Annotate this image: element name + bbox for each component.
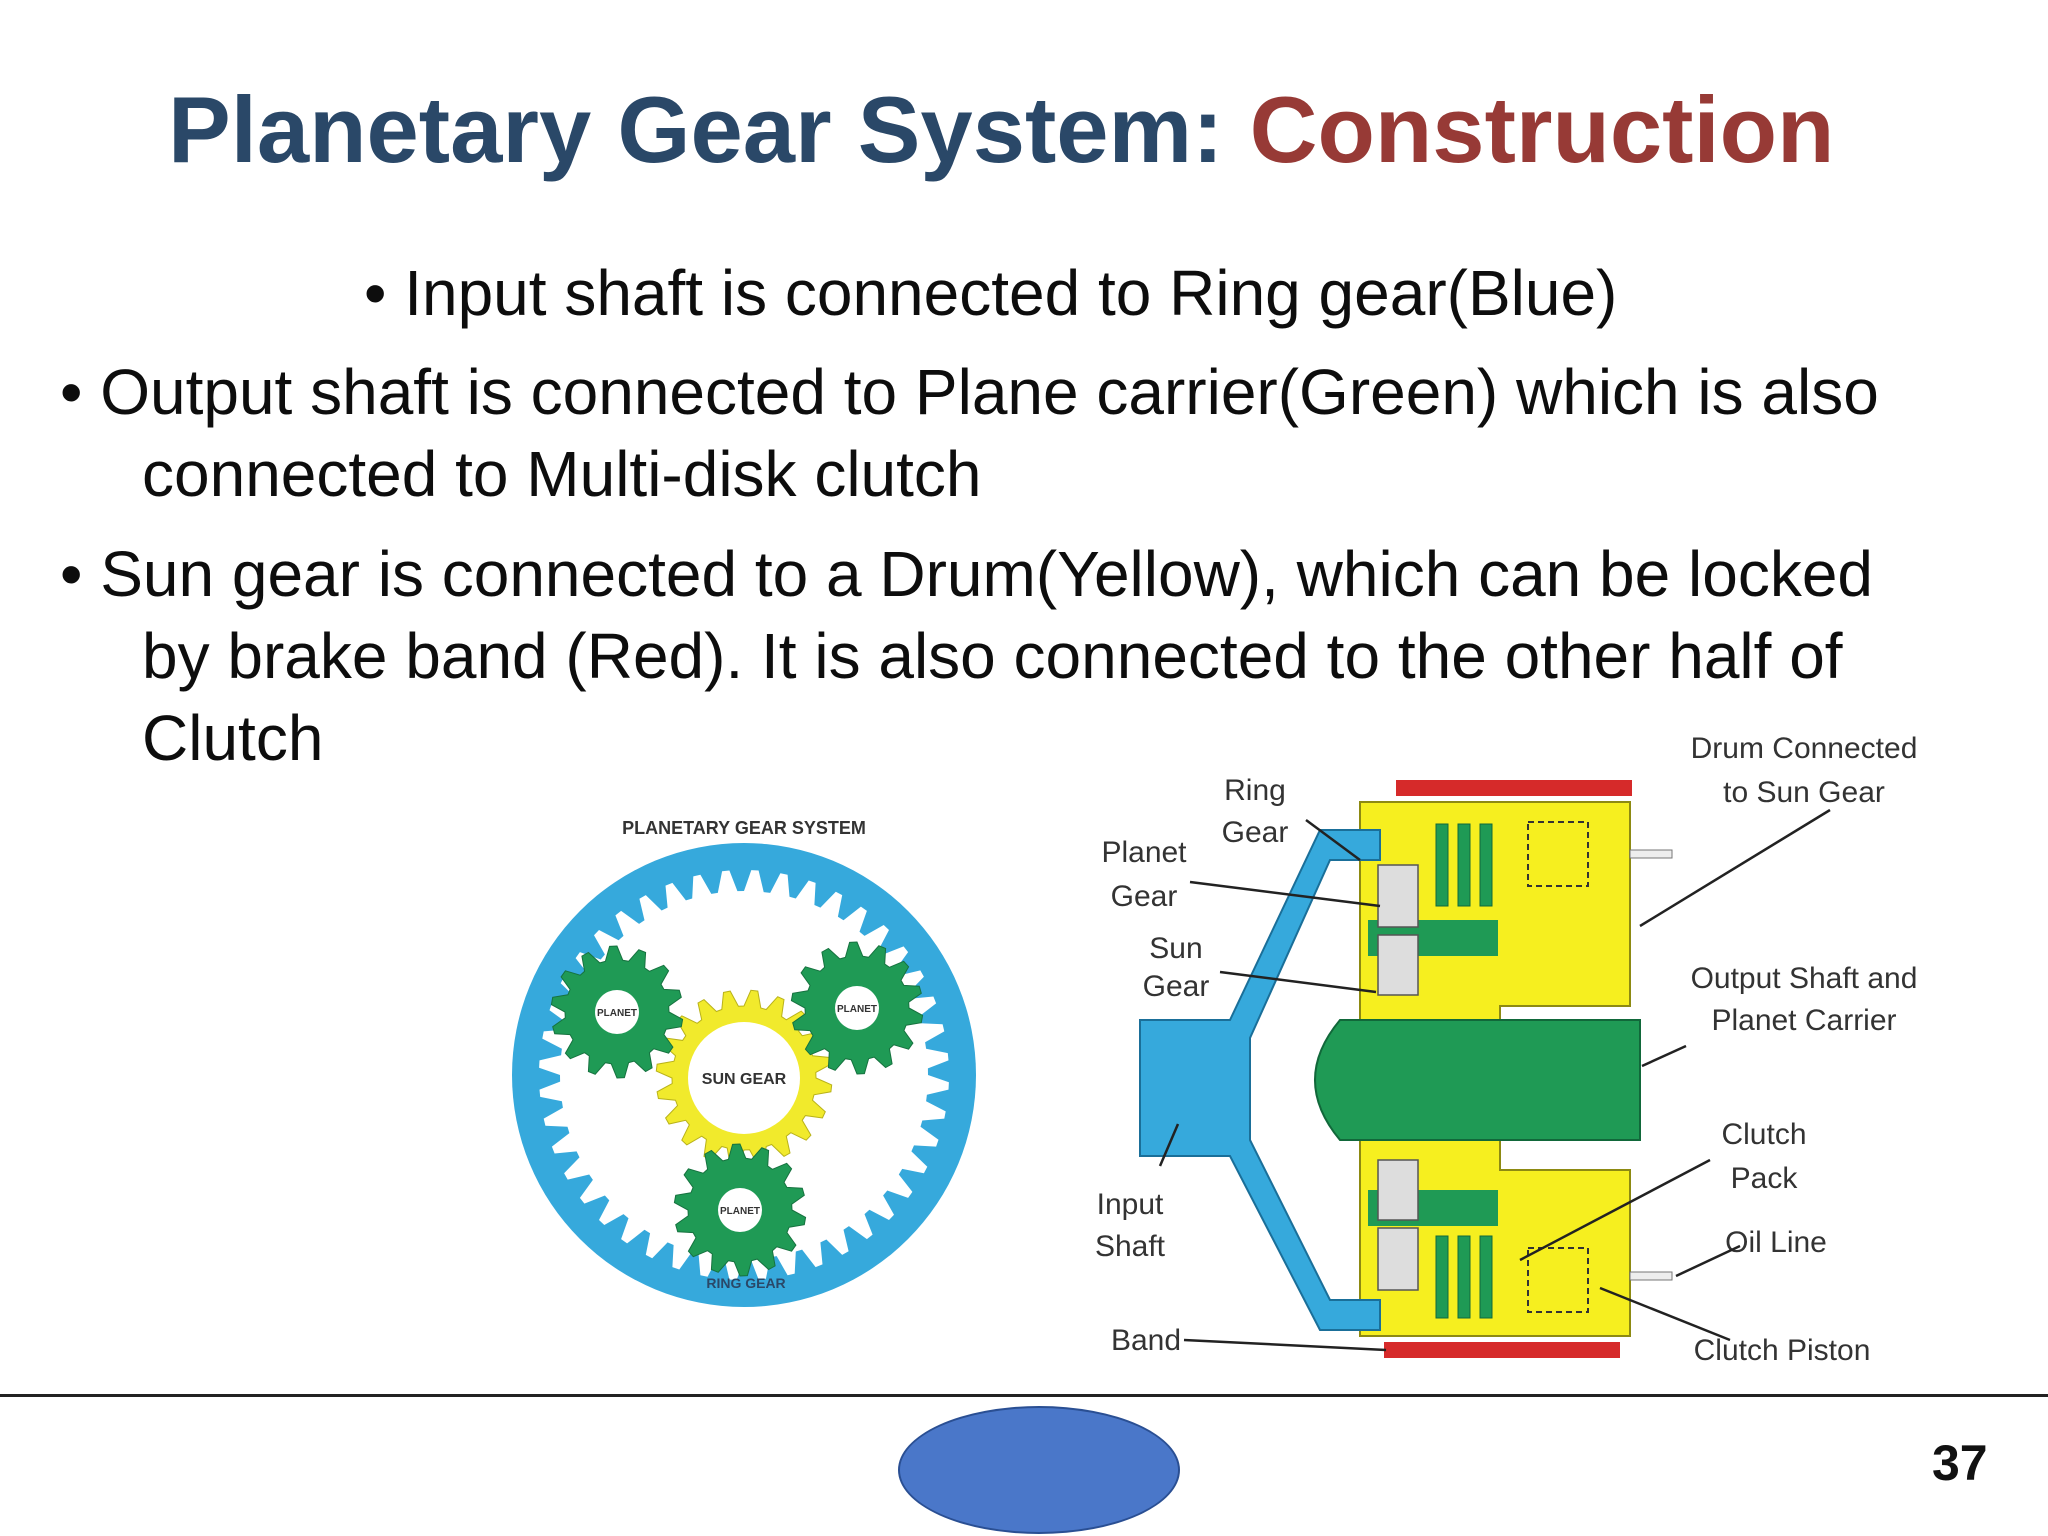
bullet-line: by brake band (Red). It is also connecte… [142, 620, 1843, 692]
label-clutch-pack: Pack [1731, 1162, 1799, 1195]
planet-hub [595, 990, 639, 1034]
output-shaft-carrier [1314, 1019, 1641, 1141]
oil-line-lower [1629, 1271, 1673, 1281]
label-planet-gear: Planet [1101, 836, 1187, 869]
label-input-shaft: Input [1097, 1188, 1164, 1221]
label-ring-gear: Ring [1224, 774, 1286, 807]
brake-band-top [1396, 780, 1632, 796]
label-drum: Drum Connected [1691, 732, 1918, 765]
planet-label: PLANET [720, 1206, 760, 1217]
sun-gear-hub [688, 1022, 800, 1134]
footer-divider [0, 1394, 2048, 1397]
leader-lines [1158, 808, 1831, 1352]
clutch-piston-upper [1527, 821, 1589, 887]
planet-label: PLANET [837, 1004, 877, 1015]
label-input-shaft: Shaft [1095, 1230, 1166, 1263]
planetary-gear-diagram: PLANETARY GEAR SYSTEM SUN GEAR PLANET PL… [512, 818, 976, 1307]
clutch-piston-lower [1527, 1247, 1589, 1313]
diagram-heading: PLANETARY GEAR SYSTEM [622, 818, 866, 838]
oil-line-upper [1629, 849, 1673, 859]
label-clutch-piston: Clutch Piston [1694, 1334, 1871, 1367]
transmission-cross-section: Ring Gear Planet Gear Sun Gear Input Sha… [1095, 732, 1918, 1367]
bullet-line: Clutch [142, 702, 324, 774]
bullet-line: • Input shaft is connected to Ring gear(… [364, 257, 1618, 329]
label-drum: to Sun Gear [1723, 776, 1885, 809]
bullet-line: connected to Multi-disk clutch [142, 438, 982, 510]
title-accent: Construction [1249, 77, 1835, 182]
pinion-gears [1377, 864, 1419, 1291]
bullet-sun-gear: • Sun gear is connected to a Drum(Yellow… [60, 533, 1873, 779]
label-band: Band [1111, 1324, 1181, 1357]
ring-gear-label: RING GEAR [706, 1275, 785, 1291]
label-output: Planet Carrier [1711, 1004, 1896, 1037]
label-clutch-pack: Clutch [1721, 1118, 1806, 1151]
slide-title: Planetary Gear System: Construction [168, 78, 1834, 181]
label-ring-gear: Gear [1222, 816, 1289, 849]
planet-label: PLANET [597, 1008, 637, 1019]
brake-band-bottom [1384, 1342, 1620, 1358]
bullet-line: • Sun gear is connected to a Drum(Yellow… [60, 538, 1873, 610]
page-number: 37 [1932, 1435, 1988, 1491]
label-oil-line: Oil Line [1725, 1226, 1827, 1259]
navigation-oval-shape [898, 1406, 1180, 1534]
bullet-output-shaft: • Output shaft is connected to Plane car… [60, 351, 1879, 515]
label-planet-gear: Gear [1111, 880, 1178, 913]
title-main: Planetary Gear System: [168, 77, 1250, 182]
bullet-line: • Output shaft is connected to Plane car… [60, 356, 1879, 428]
clutch-pack [1435, 823, 1493, 1319]
planet-hub [718, 1188, 762, 1232]
ring-gear-input-shaft [1139, 829, 1381, 1331]
label-sun-gear: Gear [1143, 970, 1210, 1003]
planet-hub [835, 986, 879, 1030]
sun-gear-label: SUN GEAR [702, 1071, 787, 1088]
label-sun-gear: Sun [1149, 932, 1202, 965]
bullet-input-shaft: • Input shaft is connected to Ring gear(… [364, 252, 1617, 334]
label-output: Output Shaft and [1691, 962, 1918, 995]
